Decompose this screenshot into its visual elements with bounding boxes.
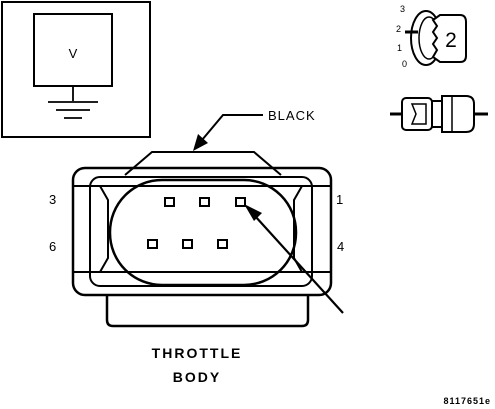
wire-color-leader — [193, 114, 263, 151]
connector-name-line1: THROTTLE — [152, 345, 243, 361]
probe-connector-icon — [390, 95, 488, 133]
ignition-position-0: 0 — [402, 59, 407, 69]
ignition-position-1: 1 — [397, 43, 402, 53]
pin-3-terminal — [164, 197, 175, 207]
connector-lock-tab — [124, 151, 282, 176]
cavity-number-4: 4 — [337, 239, 344, 254]
ignition-selected-position: 2 — [445, 29, 457, 52]
ignition-key-icon: 3 2 1 0 2 — [396, 4, 467, 69]
ground-icon — [48, 101, 98, 119]
ignition-position-2: 2 — [396, 24, 401, 34]
voltmeter-inset: V — [1, 1, 151, 138]
pointer-arrowhead — [244, 204, 262, 221]
connector-skirt — [105, 295, 310, 328]
pin-5-terminal — [182, 239, 193, 249]
cavity-number-3: 3 — [49, 192, 56, 207]
wire-color-label: BLACK — [268, 108, 316, 123]
cavity-number-1: 1 — [336, 192, 343, 207]
connector-housing — [71, 166, 333, 297]
pin-4-terminal — [217, 239, 228, 249]
pin-cavity — [108, 178, 298, 287]
key-head — [431, 14, 467, 63]
figure-code: 8117651e — [443, 396, 491, 406]
cavity-number-6: 6 — [49, 239, 56, 254]
leader-arrowhead — [193, 134, 208, 151]
connector-name-line2: BODY — [173, 369, 221, 385]
voltmeter-box — [33, 13, 113, 87]
voltmeter-symbol: V — [69, 46, 78, 61]
pin-6-terminal — [147, 239, 158, 249]
probe-pointer-arrow — [244, 204, 344, 314]
pin-2-terminal — [199, 197, 210, 207]
pin-1-terminal — [235, 197, 246, 207]
ignition-position-3: 3 — [400, 4, 405, 14]
connector-face — [71, 151, 333, 328]
